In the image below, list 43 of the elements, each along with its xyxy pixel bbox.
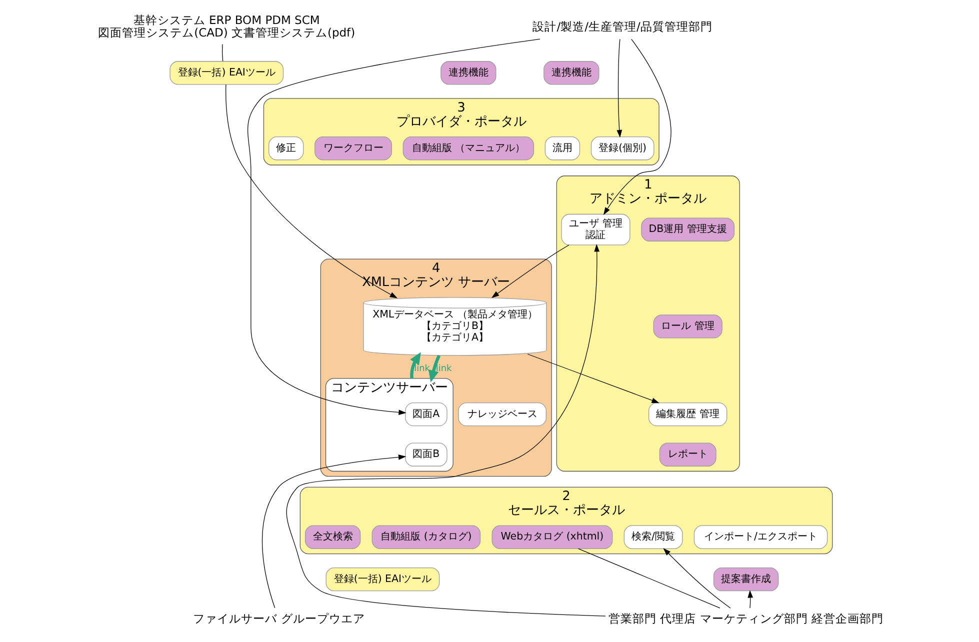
node-box: 提案書作成 <box>712 568 778 592</box>
arrow <box>602 38 671 216</box>
node-box: 登録(個別) <box>590 136 654 160</box>
node-box: 図面A <box>404 402 447 426</box>
arrow <box>490 244 569 298</box>
node-box: 連携機能 <box>543 61 599 85</box>
node-box: レポート <box>658 442 716 466</box>
node-box: ナレッジベース <box>458 402 546 426</box>
arrow <box>428 354 440 382</box>
node-box: 自動組版 （マニュアル） <box>402 136 534 160</box>
arrow <box>261 454 406 608</box>
node-box: Webカタログ (xhtml) <box>491 525 612 549</box>
node-box: 修正 <box>268 136 304 160</box>
connector <box>578 548 720 608</box>
node-box: 検索/閲覧 <box>623 525 682 549</box>
node-box: ユーザ 管理 認証 <box>560 214 630 246</box>
edge-label: link <box>414 364 430 374</box>
node-box: ロール 管理 <box>652 314 722 338</box>
arrow <box>410 352 420 379</box>
arrow <box>225 84 397 298</box>
node-box: 連携機能 <box>440 61 496 85</box>
arrow <box>747 590 753 608</box>
node-text: 営業部門 代理店 マーケティング部門 経営企画部門 <box>608 611 884 626</box>
arrow <box>286 244 606 616</box>
node-box: 自動組版 (カタログ) <box>371 525 480 549</box>
arrow <box>616 38 622 138</box>
node-box: 流用 <box>544 136 580 160</box>
node-box: 図面B <box>404 442 447 466</box>
arrow <box>526 354 659 404</box>
arrow <box>246 38 540 416</box>
node-box: 全文検索 <box>304 525 360 549</box>
node-box: インポート/エクスポート <box>693 525 828 549</box>
node-box: 登録(一括) EAIツール <box>325 568 440 592</box>
node-box: DB運用 管理支援 <box>640 218 734 242</box>
node-box: ワークフロー <box>314 136 392 160</box>
node-box: 編集履歴 管理 <box>648 402 727 426</box>
node-text: 設計/製造/生産管理/品質管理部門 <box>532 19 712 34</box>
connector <box>221 44 223 62</box>
node-text: 基幹システム ERP BOM PDM SCM 図面管理システム(CAD) 文書管理システム(pdf) <box>98 12 355 40</box>
edge-label: link <box>435 364 452 374</box>
node-box: 登録(一括) EAIツール <box>169 61 284 85</box>
node-text: ファイルサーバ グループウエア <box>192 611 364 626</box>
arrow <box>662 548 730 608</box>
